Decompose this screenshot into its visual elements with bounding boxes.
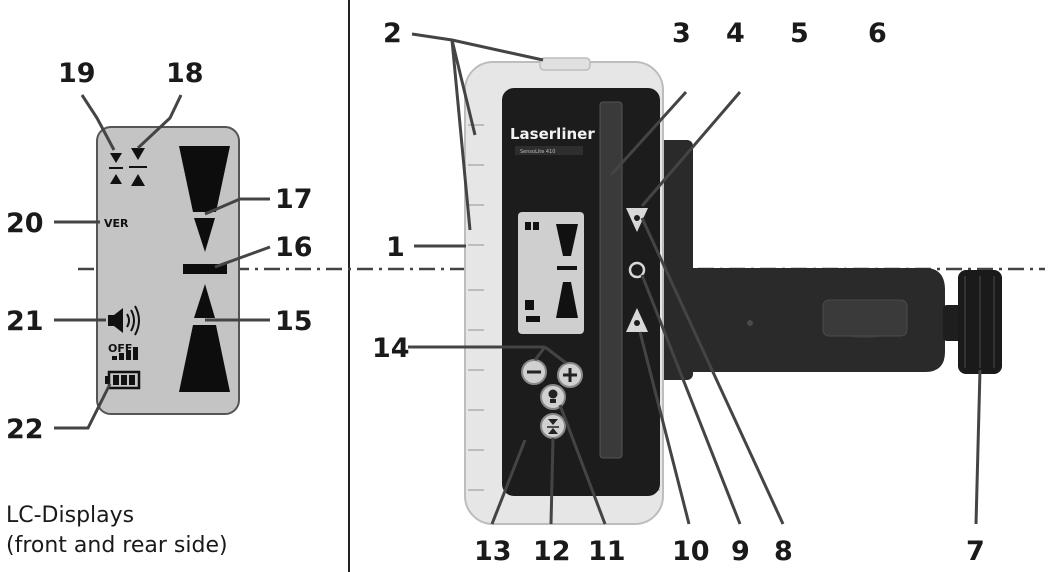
leader-2b <box>450 39 477 136</box>
caption-line-1: LC-Displays <box>6 503 135 528</box>
arrow-down-segment-lower <box>194 218 215 252</box>
leader-16 <box>214 245 271 269</box>
battery-icon <box>105 370 141 390</box>
model-label: SensoLite 410 <box>520 149 555 155</box>
precision-icon <box>547 419 559 434</box>
callout-22: 22 <box>6 414 44 445</box>
leader-13 <box>490 439 527 525</box>
clamp-knob <box>943 270 1002 374</box>
callout-14: 14 <box>372 333 410 364</box>
precision-button[interactable] <box>540 413 566 439</box>
arrow-up-icon <box>626 308 648 332</box>
arrow-up-segment-upper <box>194 284 215 318</box>
leader-18 <box>136 94 183 150</box>
callout-8: 8 <box>774 536 793 567</box>
callout-9: 9 <box>731 536 750 567</box>
callout-13: 13 <box>474 536 512 567</box>
leader-19 <box>80 94 116 151</box>
leader-7 <box>974 369 982 525</box>
lc-display: VER OFF <box>96 126 240 415</box>
callout-19: 19 <box>58 58 96 89</box>
leader-14b <box>533 346 547 361</box>
leader-4 <box>640 91 742 207</box>
receiver-window <box>599 101 623 459</box>
callout-18: 18 <box>166 58 204 89</box>
callout-20: 20 <box>6 208 44 239</box>
leader-12 <box>549 437 555 525</box>
plus-button[interactable] <box>557 362 583 388</box>
callout-2: 2 <box>383 18 402 49</box>
arrow-up-segment-lower <box>179 325 230 392</box>
minus-button[interactable] <box>521 359 547 385</box>
callout-17: 17 <box>275 184 313 215</box>
device-display <box>518 212 584 334</box>
ver-label: VER <box>104 217 129 230</box>
light-button[interactable] <box>540 384 566 410</box>
leader-9 <box>640 274 742 525</box>
leader-10 <box>638 331 691 525</box>
callout-15: 15 <box>275 306 313 337</box>
leader-3 <box>609 90 688 177</box>
callout-7: 7 <box>966 536 985 567</box>
figure-caption: LC-Displays (front and rear side) <box>6 501 228 561</box>
arrow-pair-fine-icon <box>109 153 123 184</box>
callout-12: 12 <box>533 536 571 567</box>
volume-level-icon <box>112 347 138 360</box>
center-mark-icon <box>628 261 646 279</box>
callout-6: 6 <box>868 18 887 49</box>
arrow-down-segment-upper <box>179 146 230 212</box>
leader-8 <box>640 217 785 525</box>
callout-5: 5 <box>790 18 809 49</box>
leader-2c <box>450 39 472 231</box>
leader-22 <box>54 383 112 430</box>
leader-2 <box>411 32 544 62</box>
callout-10: 10 <box>672 536 710 567</box>
arrow-pair-coarse-icon <box>129 148 147 186</box>
callout-11: 11 <box>588 536 626 567</box>
callout-1: 1 <box>386 232 405 263</box>
brand-logo-text: Laserliner <box>510 125 595 143</box>
light-bulb-icon <box>548 389 558 403</box>
callout-21: 21 <box>6 306 44 337</box>
on-level-bar <box>183 264 227 274</box>
callout-4: 4 <box>726 18 745 49</box>
plus-button-icon <box>563 368 577 382</box>
holder-clamp <box>655 140 1002 380</box>
callout-3: 3 <box>672 18 691 49</box>
leader-14c <box>544 345 567 365</box>
speaker-icon <box>108 305 140 336</box>
leader-17 <box>204 197 270 216</box>
leader-11 <box>558 404 607 525</box>
callout-16: 16 <box>275 232 313 263</box>
caption-line-2: (front and rear side) <box>6 533 228 558</box>
arrow-down-icon <box>626 208 648 232</box>
